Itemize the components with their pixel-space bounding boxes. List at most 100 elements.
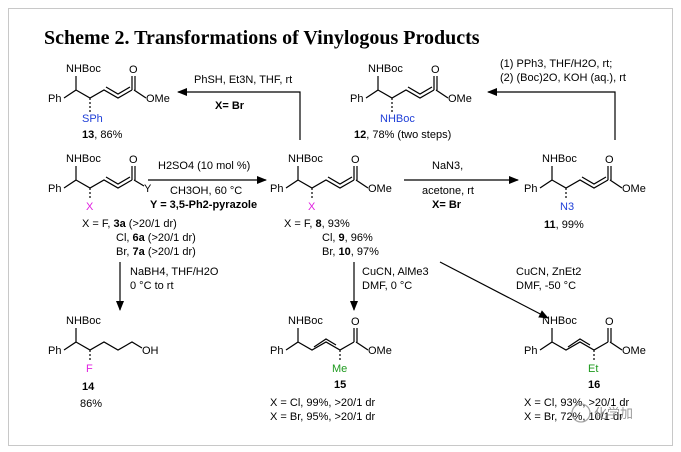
- condition-line-1: X = Cl, 93%, >20/1 dr: [524, 397, 630, 409]
- acid-reagent-2: CH3OH, 60 °C: [170, 185, 242, 197]
- compound-number: 12: [354, 129, 366, 141]
- ome-label: OMe: [622, 183, 646, 195]
- nhboc-substituent: NHBoc: [380, 113, 415, 125]
- compound-11: NHBoc Ph O OMe N3 11, 99%: [524, 153, 646, 231]
- compound-15: NHBoc Ph O OMe Me 15 X = Cl, 99%, >20/1 …: [270, 315, 392, 423]
- svg-text:13, 86%: 13, 86%: [82, 129, 123, 141]
- line-prefix: Cl,: [322, 232, 339, 244]
- ph-label: Ph: [48, 93, 61, 105]
- compound-8-9-10: NHBoc Ph O OMe X X = F, 8, 93% Cl, 9, 96…: [270, 153, 392, 258]
- carbonyl-o: O: [605, 154, 614, 166]
- carbonyl-o: O: [431, 64, 440, 76]
- compound-number: 11: [544, 219, 556, 231]
- azide-reagent-2: acetone, rt: [422, 185, 474, 197]
- wechat-icon: [571, 403, 591, 423]
- arrow-thiol: [177, 88, 301, 140]
- thiol-reagent-2: X= Br: [215, 100, 245, 112]
- ph-label: Ph: [48, 345, 61, 357]
- et-reagent-2: DMF, -50 °C: [516, 280, 576, 292]
- ome-label: OMe: [368, 345, 392, 357]
- svg-text:Br, 10, 97%: Br, 10, 97%: [322, 246, 379, 258]
- arrow-reduce: [487, 88, 616, 140]
- nhboc-label: NHBoc: [288, 153, 323, 165]
- carbonyl-o: O: [129, 64, 138, 76]
- compound-number: 10: [339, 246, 351, 258]
- line-prefix: X = F,: [82, 218, 114, 230]
- azide-reagent-3: X= Br: [432, 199, 462, 211]
- line-suffix: (>20/1 dr): [145, 246, 196, 258]
- compound-number: 14: [82, 381, 95, 393]
- nhboc-label: NHBoc: [66, 315, 101, 327]
- compound-number: 13: [82, 129, 94, 141]
- line-prefix: Br,: [116, 246, 133, 258]
- compound-number: 7a: [133, 246, 146, 258]
- compound-number: 15: [334, 379, 346, 391]
- line-suffix: (>20/1 dr): [126, 218, 177, 230]
- oh-label: OH: [142, 345, 159, 357]
- compound-14: NHBoc Ph OH F 14 86%: [48, 315, 159, 410]
- ph-label: Ph: [524, 345, 537, 357]
- compound-yield: , 99%: [556, 219, 584, 231]
- carbonyl-o: O: [605, 316, 614, 328]
- svg-text:X = F, 8, 93%: X = F, 8, 93%: [284, 218, 350, 230]
- nhboc-label: NHBoc: [542, 153, 577, 165]
- ph-label: Ph: [524, 183, 537, 195]
- nhboc-label: NHBoc: [288, 315, 323, 327]
- fluoro-substituent: F: [86, 363, 93, 375]
- reduce-reagent-2: (2) (Boc)2O, KOH (aq.), rt: [500, 72, 626, 84]
- line-prefix: X = F,: [284, 218, 316, 230]
- condition-line-2: X = Br, 95%, >20/1 dr: [270, 411, 376, 423]
- methyl-substituent: Me: [332, 363, 347, 375]
- compound-number: 3a: [114, 218, 127, 230]
- azide-reagent-1: NaN3,: [432, 160, 463, 172]
- watermark: 化学加: [571, 403, 633, 423]
- line-prefix: Cl,: [116, 232, 133, 244]
- ome-label: OMe: [368, 183, 392, 195]
- ph-label: Ph: [270, 345, 283, 357]
- y-label: Y: [144, 183, 152, 195]
- svg-text:Cl, 6a (>20/1 dr): Cl, 6a (>20/1 dr): [116, 232, 196, 244]
- nabh4-reagent-1: NaBH4, THF/H2O: [130, 266, 219, 278]
- svg-text:11, 99%: 11, 99%: [544, 219, 584, 231]
- line-suffix: , 93%: [322, 218, 350, 230]
- condition-line-1: X = Cl, 99%, >20/1 dr: [270, 397, 376, 409]
- ph-label: Ph: [270, 183, 283, 195]
- ome-label: OMe: [146, 93, 170, 105]
- carbonyl-o: O: [351, 154, 360, 166]
- compound-12: NHBoc Ph O OMe NHBoc 12, 78% (two steps): [350, 63, 472, 141]
- carbonyl-o: O: [129, 154, 138, 166]
- watermark-text: 化学加: [594, 406, 633, 421]
- reduce-reagent-1: (1) PPh3, THF/H2O, rt;: [500, 58, 612, 70]
- ome-label: OMe: [448, 93, 472, 105]
- me-reagent-2: DMF, 0 °C: [362, 280, 412, 292]
- ph-label: Ph: [350, 93, 363, 105]
- svg-text:X = F, 3a (>20/1 dr): X = F, 3a (>20/1 dr): [82, 218, 177, 230]
- line-suffix: , 97%: [351, 246, 379, 258]
- x-substituent: X: [86, 201, 94, 213]
- carbonyl-o: O: [351, 316, 360, 328]
- nhboc-label: NHBoc: [66, 153, 101, 165]
- et-reagent-1: CuCN, ZnEt2: [516, 266, 581, 278]
- ethyl-substituent: Et: [588, 363, 598, 375]
- starting-material: NHBoc Ph O Y X X = F, 3a (>20/1 dr) Cl, …: [48, 153, 196, 258]
- compound-yield: , 86%: [94, 129, 122, 141]
- ome-label: OMe: [622, 345, 646, 357]
- acid-reagent-3: Y = 3,5-Ph2-pyrazole: [150, 199, 257, 211]
- svg-text:12, 78% (two steps): 12, 78% (two steps): [354, 129, 451, 141]
- me-reagent-1: CuCN, AlMe3: [362, 266, 429, 278]
- nhboc-label: NHBoc: [368, 63, 403, 75]
- scheme-title: Scheme 2. Transformations of Vinylogous …: [44, 27, 480, 49]
- acid-reagent-1: H2SO4 (10 mol %): [158, 160, 250, 172]
- line-suffix: (>20/1 dr): [145, 232, 196, 244]
- azide-substituent: N3: [560, 201, 574, 213]
- svg-text:Br, 7a (>20/1 dr): Br, 7a (>20/1 dr): [116, 246, 196, 258]
- nabh4-reagent-2: 0 °C to rt: [130, 280, 174, 292]
- compound-number: 8: [316, 218, 322, 230]
- arrow-et: [439, 261, 549, 319]
- svg-text:Cl, 9, 96%: Cl, 9, 96%: [322, 232, 373, 244]
- sph-substituent: SPh: [82, 113, 103, 125]
- compound-yield: , 78% (two steps): [366, 129, 451, 141]
- compound-number: 6a: [133, 232, 146, 244]
- compound-number: 9: [339, 232, 345, 244]
